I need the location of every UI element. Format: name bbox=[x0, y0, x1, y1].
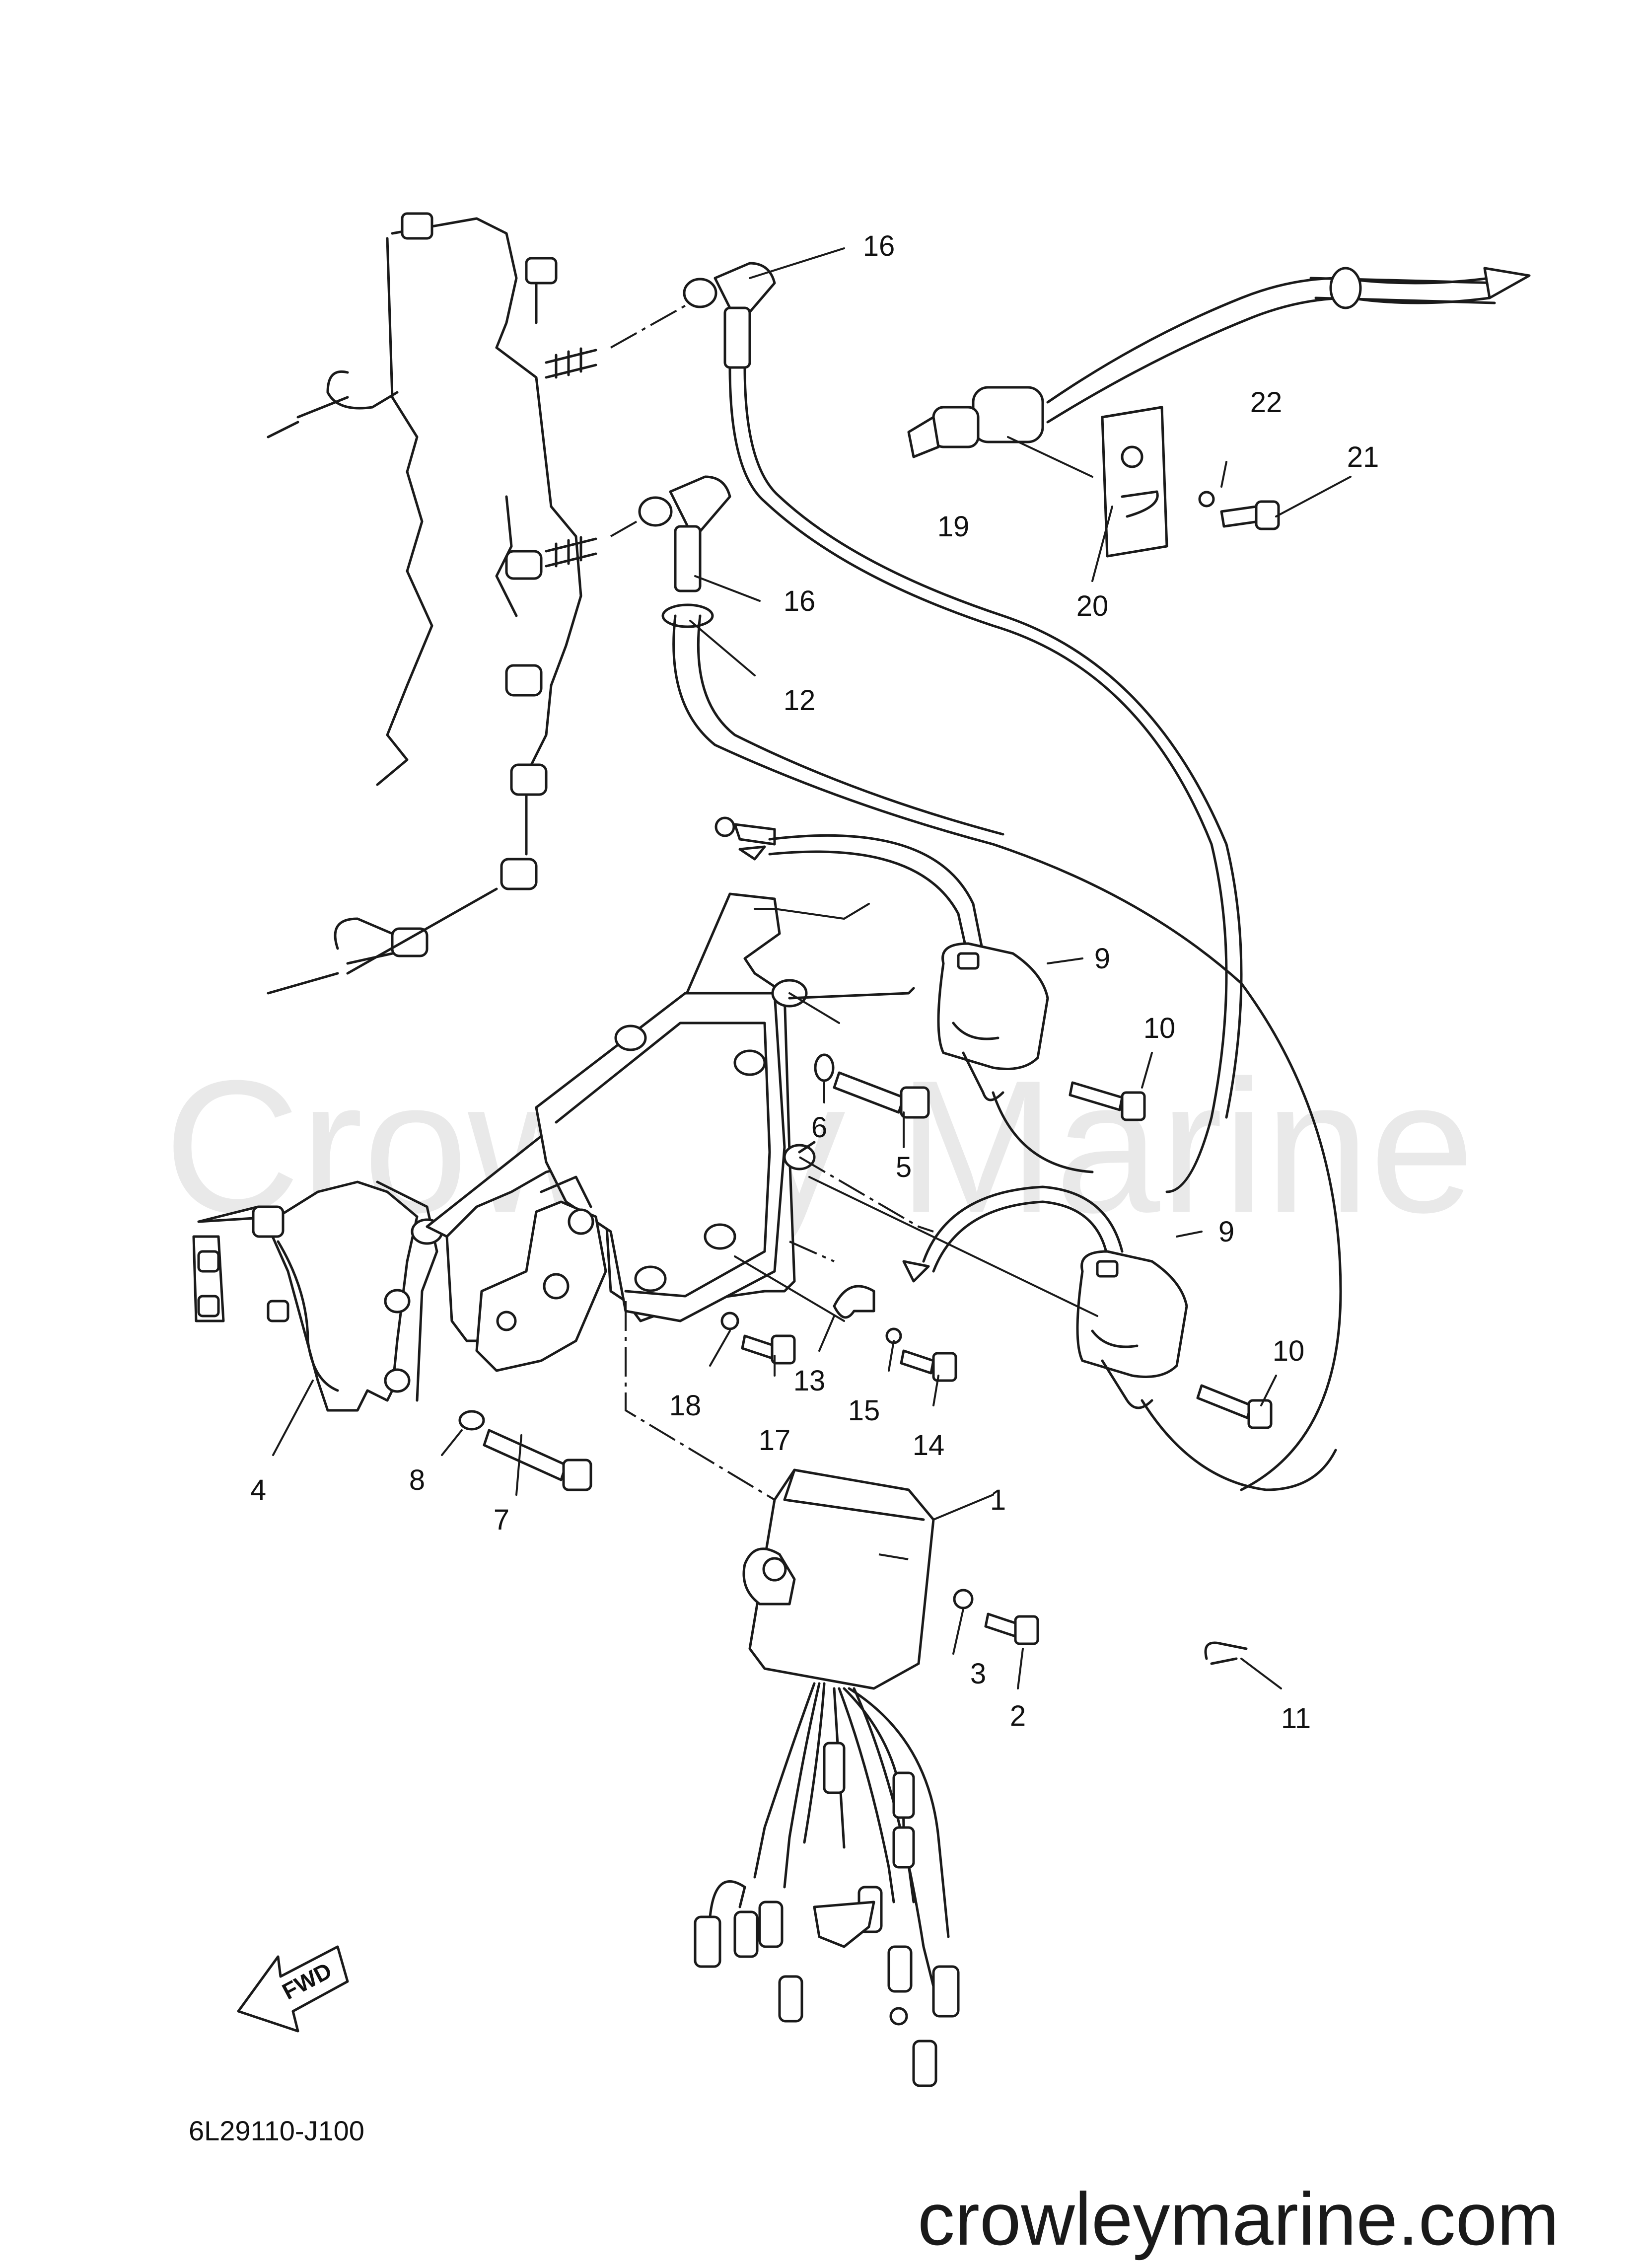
callout-9-upper: 9 bbox=[1094, 943, 1110, 975]
callout-2: 2 bbox=[1010, 1700, 1026, 1732]
callout-16-upper: 16 bbox=[863, 230, 895, 262]
callout-3: 3 bbox=[970, 1658, 986, 1690]
bolt-2 bbox=[984, 1612, 1039, 1645]
callout-18: 18 bbox=[669, 1390, 702, 1422]
bolt-7 bbox=[483, 1429, 592, 1491]
callout-5: 5 bbox=[896, 1151, 912, 1183]
thermo-switch bbox=[907, 267, 1531, 458]
thermo-switch-bracket bbox=[1101, 406, 1168, 558]
callout-12: 12 bbox=[784, 684, 816, 717]
clip-11 bbox=[1204, 1641, 1248, 1665]
callout-11: 11 bbox=[1281, 1702, 1311, 1735]
bolt-5 bbox=[833, 1071, 930, 1119]
bracket-4 bbox=[192, 1180, 443, 1412]
callout-10-upper: 10 bbox=[1143, 1012, 1176, 1044]
callout-leaders bbox=[272, 247, 1352, 1689]
callout-8: 8 bbox=[409, 1464, 425, 1496]
washer-6 bbox=[814, 1053, 835, 1082]
callout-1: 1 bbox=[990, 1484, 1006, 1516]
callout-4: 4 bbox=[250, 1474, 266, 1506]
callout-19: 19 bbox=[937, 511, 970, 543]
washer-8 bbox=[458, 1410, 485, 1431]
website-label: crowleymarine.com bbox=[918, 2177, 1559, 2261]
bolt-10-upper bbox=[1069, 1081, 1146, 1121]
ignition-coil-upper bbox=[714, 816, 1094, 1173]
screw-21 bbox=[1220, 500, 1280, 530]
callout-9-lower: 9 bbox=[1218, 1216, 1234, 1248]
callout-13: 13 bbox=[793, 1365, 826, 1397]
callout-10-lower: 10 bbox=[1273, 1335, 1305, 1367]
callout-7: 7 bbox=[494, 1504, 509, 1536]
callout-14: 14 bbox=[913, 1429, 945, 1462]
callout-22: 22 bbox=[1250, 386, 1283, 419]
callout-labels: 1 2 3 4 5 6 7 8 9 9 10 10 11 12 13 14 15… bbox=[250, 230, 1379, 1735]
base-plate bbox=[426, 892, 915, 1372]
washer-22 bbox=[1198, 491, 1215, 508]
switch-leader bbox=[1007, 436, 1093, 478]
screw-17 bbox=[741, 1334, 796, 1365]
screw-14 bbox=[900, 1349, 957, 1382]
callout-6: 6 bbox=[811, 1111, 827, 1144]
engine-block-outline bbox=[267, 212, 597, 995]
callout-20: 20 bbox=[1076, 590, 1109, 622]
ignition-coil-lower bbox=[902, 1185, 1337, 1491]
callout-16-lower: 16 bbox=[784, 585, 816, 617]
cdi-unit bbox=[742, 1468, 935, 1690]
cdi-harness bbox=[694, 1682, 960, 2087]
callout-15: 15 bbox=[848, 1394, 880, 1427]
spark-plug-cap-lower bbox=[610, 475, 1342, 1491]
fwd-arrow: FWD bbox=[237, 1945, 349, 2033]
callout-21: 21 bbox=[1347, 441, 1379, 473]
washer-3 bbox=[953, 1589, 974, 1610]
spark-plug-cap-upper bbox=[610, 262, 1243, 1193]
clip-13 bbox=[833, 1285, 875, 1319]
assembly-leaders bbox=[625, 903, 1098, 1501]
washer-18 bbox=[720, 1312, 739, 1330]
diagram-code: 6L29110-J100 bbox=[189, 2115, 364, 2146]
callout-17: 17 bbox=[759, 1424, 791, 1457]
bolt-10-lower bbox=[1196, 1384, 1273, 1429]
